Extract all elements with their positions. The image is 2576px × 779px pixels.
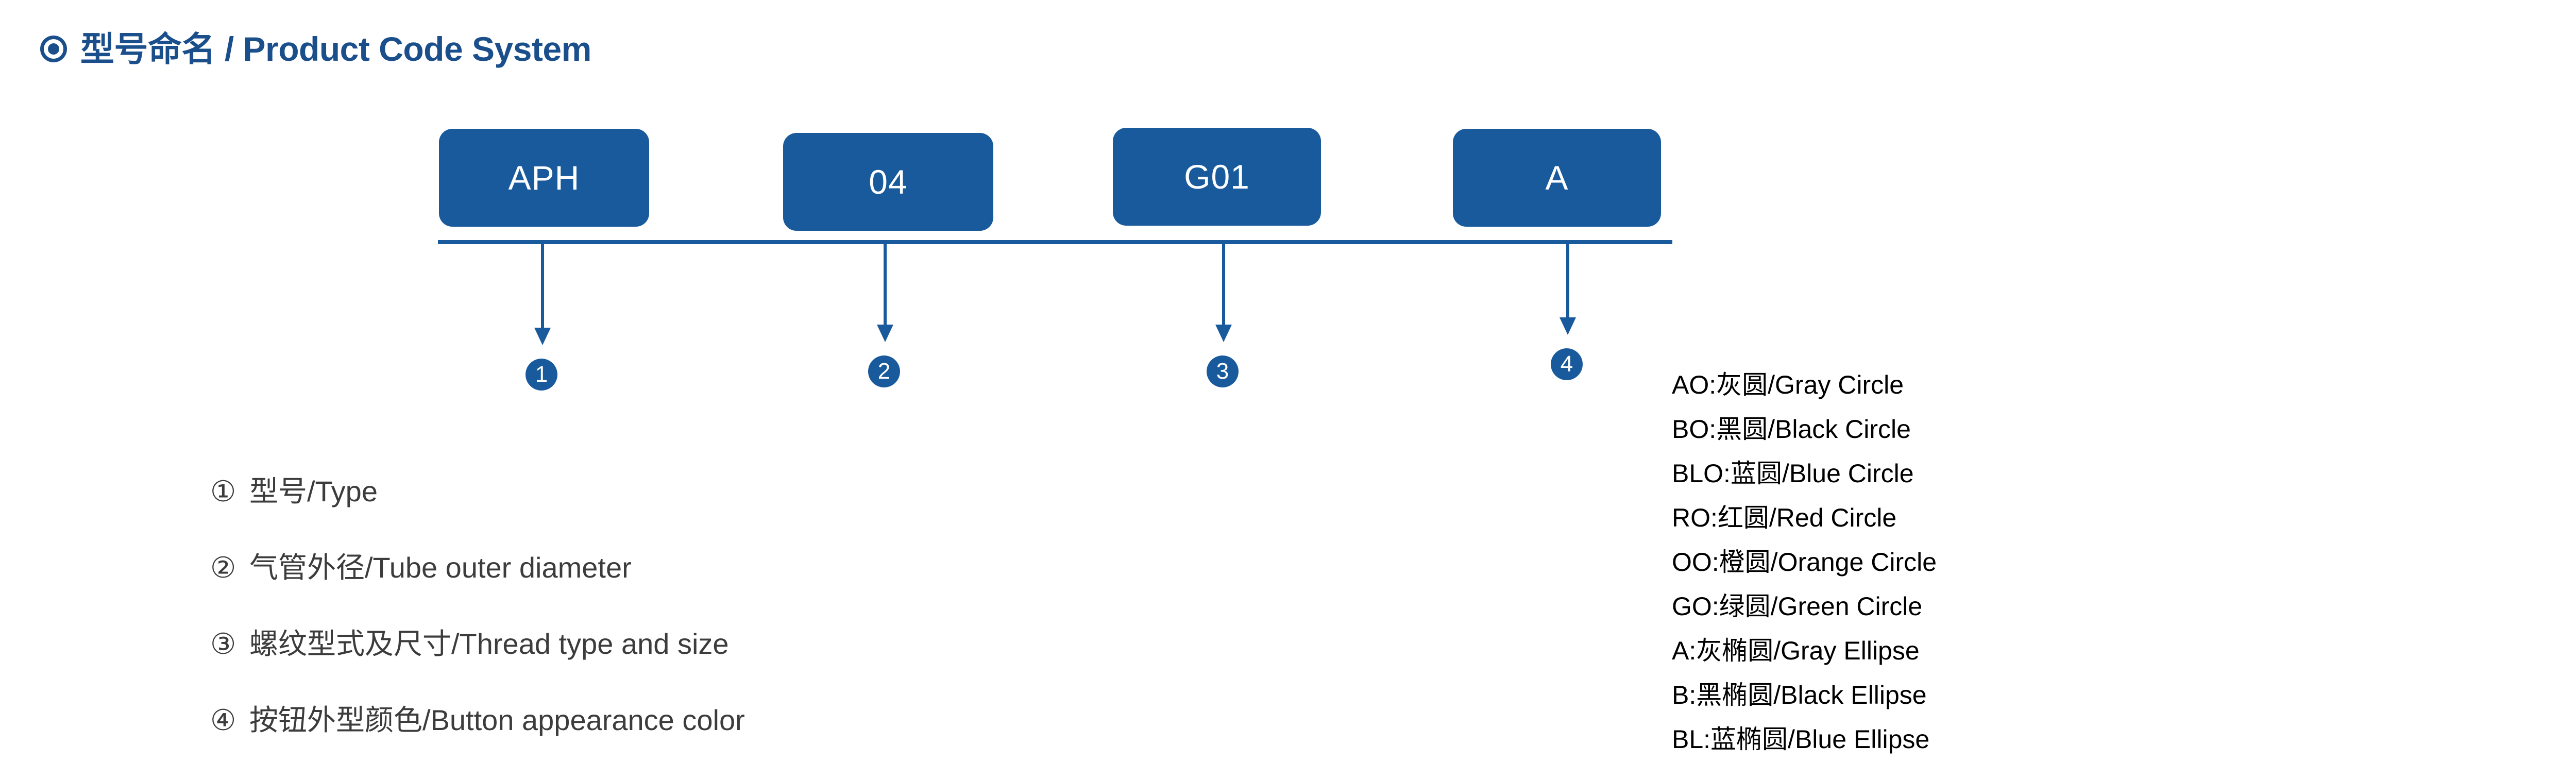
step-marker-1[interactable]: 1 <box>526 359 557 391</box>
color-option-go: GO:绿圆/Green Circle <box>1672 592 1923 621</box>
legend-item-thread: ③ 螺纹型式及尺寸/Thread type and size <box>210 606 745 682</box>
legend-marker-2: ② <box>210 551 236 584</box>
page-title: 型号命名 / Product Code System <box>80 30 591 68</box>
connector-drop-2 <box>884 242 887 326</box>
color-option-ro: RO:红圆/Red Circle <box>1672 503 1897 532</box>
page-title-row: 型号命名 / Product Code System <box>40 32 591 66</box>
arrowhead-3 <box>1215 325 1232 342</box>
arrowhead-2 <box>877 325 893 342</box>
code-box-thread[interactable]: G01 <box>1113 128 1321 226</box>
step-marker-4[interactable]: 4 <box>1551 348 1583 380</box>
color-option-ao: AO:灰圆/Gray Circle <box>1672 370 1904 399</box>
legend-item-button-color: ④ 按钮外型颜色/Button appearance color <box>210 682 745 758</box>
step-marker-3[interactable]: 3 <box>1207 355 1239 387</box>
code-box-type[interactable]: APH <box>439 129 649 227</box>
legend-item-type: ① 型号/Type <box>210 453 745 530</box>
color-option-blo: BLO:蓝圆/Blue Circle <box>1672 459 1914 488</box>
legend-label-1: 型号/Type <box>249 475 378 507</box>
legend-marker-4: ④ <box>210 704 236 736</box>
code-box-tube-diameter[interactable]: 04 <box>783 133 993 231</box>
arrowhead-1 <box>534 328 551 345</box>
bullseye-icon <box>40 36 67 62</box>
color-option-a: A:灰椭圆/Gray Ellipse <box>1672 636 1920 665</box>
connector-drop-4 <box>1566 242 1569 318</box>
color-option-bl: BL:蓝椭圆/Blue Ellipse <box>1672 725 1930 754</box>
connector-drop-1 <box>541 242 544 329</box>
legend-label-2: 气管外径/Tube outer diameter <box>249 551 632 584</box>
color-option-oo: OO:橙圆/Orange Circle <box>1672 548 1937 577</box>
color-option-bo: BO:黑圆/Black Circle <box>1672 415 1911 444</box>
code-box-button-color[interactable]: A <box>1453 129 1661 227</box>
legend-item-tube-diameter: ② 气管外径/Tube outer diameter <box>210 530 745 606</box>
legend-label-4: 按钮外型颜色/Button appearance color <box>249 704 745 736</box>
connector-drop-3 <box>1222 242 1225 326</box>
color-option-b: B:黑椭圆/Black Ellipse <box>1672 681 1927 709</box>
color-option-list: AO:灰圆/Gray Circle BO:黑圆/Black Circle BLO… <box>1672 363 1937 761</box>
step-marker-2[interactable]: 2 <box>868 355 900 387</box>
connector-horizontal-line <box>438 240 1672 244</box>
legend-list: ① 型号/Type ② 气管外径/Tube outer diameter ③ 螺… <box>210 453 745 758</box>
legend-marker-1: ① <box>210 475 236 507</box>
legend-label-3: 螺纹型式及尺寸/Thread type and size <box>249 628 729 660</box>
legend-marker-3: ③ <box>210 628 236 660</box>
arrowhead-4 <box>1560 317 1576 335</box>
